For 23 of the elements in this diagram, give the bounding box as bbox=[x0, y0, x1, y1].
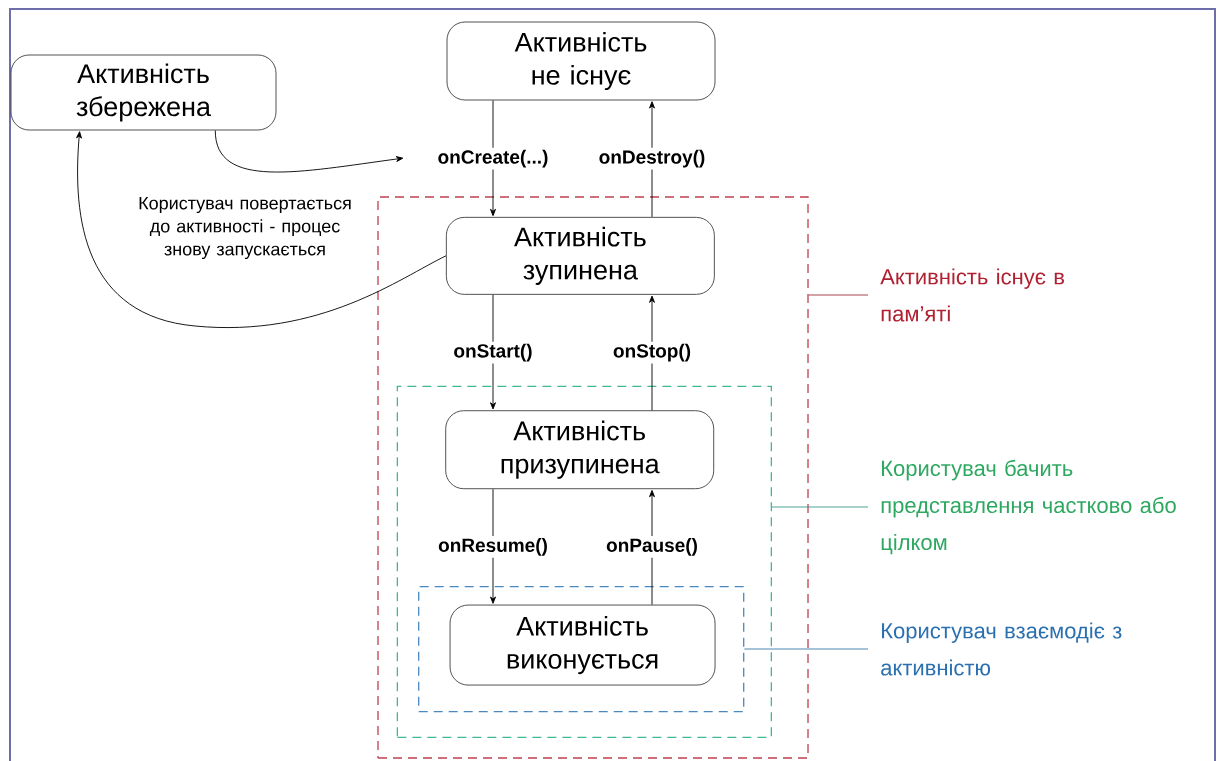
state-box: Активність виконується bbox=[449, 604, 716, 686]
edge-label: onStart() bbox=[451, 341, 535, 364]
edge-label: onCreate(...) bbox=[435, 147, 551, 170]
edge-label: onPause() bbox=[604, 536, 700, 558]
region-caption: Користувач бачить представлення частково або цілком bbox=[881, 459, 1176, 555]
leader-line bbox=[743, 648, 869, 650]
dashed-frame bbox=[396, 385, 772, 738]
dashed-frame bbox=[377, 196, 809, 759]
leader-line bbox=[771, 506, 869, 508]
state-box: Активність призупинена bbox=[445, 410, 715, 490]
edge-label: onDestroy() bbox=[596, 147, 708, 170]
state-box: Активність збережена bbox=[10, 54, 277, 131]
region-caption: Користувач взаємодіє з активністю bbox=[881, 622, 1122, 676]
edge-label: Користувач повертається до активності - процес знову запускається bbox=[139, 196, 351, 260]
arrow bbox=[76, 131, 447, 328]
leader-line bbox=[808, 294, 869, 296]
edge-label: onStop() bbox=[610, 341, 694, 364]
dashed-frame bbox=[418, 586, 745, 713]
arrow bbox=[214, 130, 404, 173]
state-box: Активність зупинена bbox=[445, 216, 715, 295]
edge-label: onResume() bbox=[436, 536, 550, 558]
state-box: Активність не існує bbox=[446, 21, 716, 101]
region-caption: Активність існує в пам’яті bbox=[880, 268, 1064, 322]
